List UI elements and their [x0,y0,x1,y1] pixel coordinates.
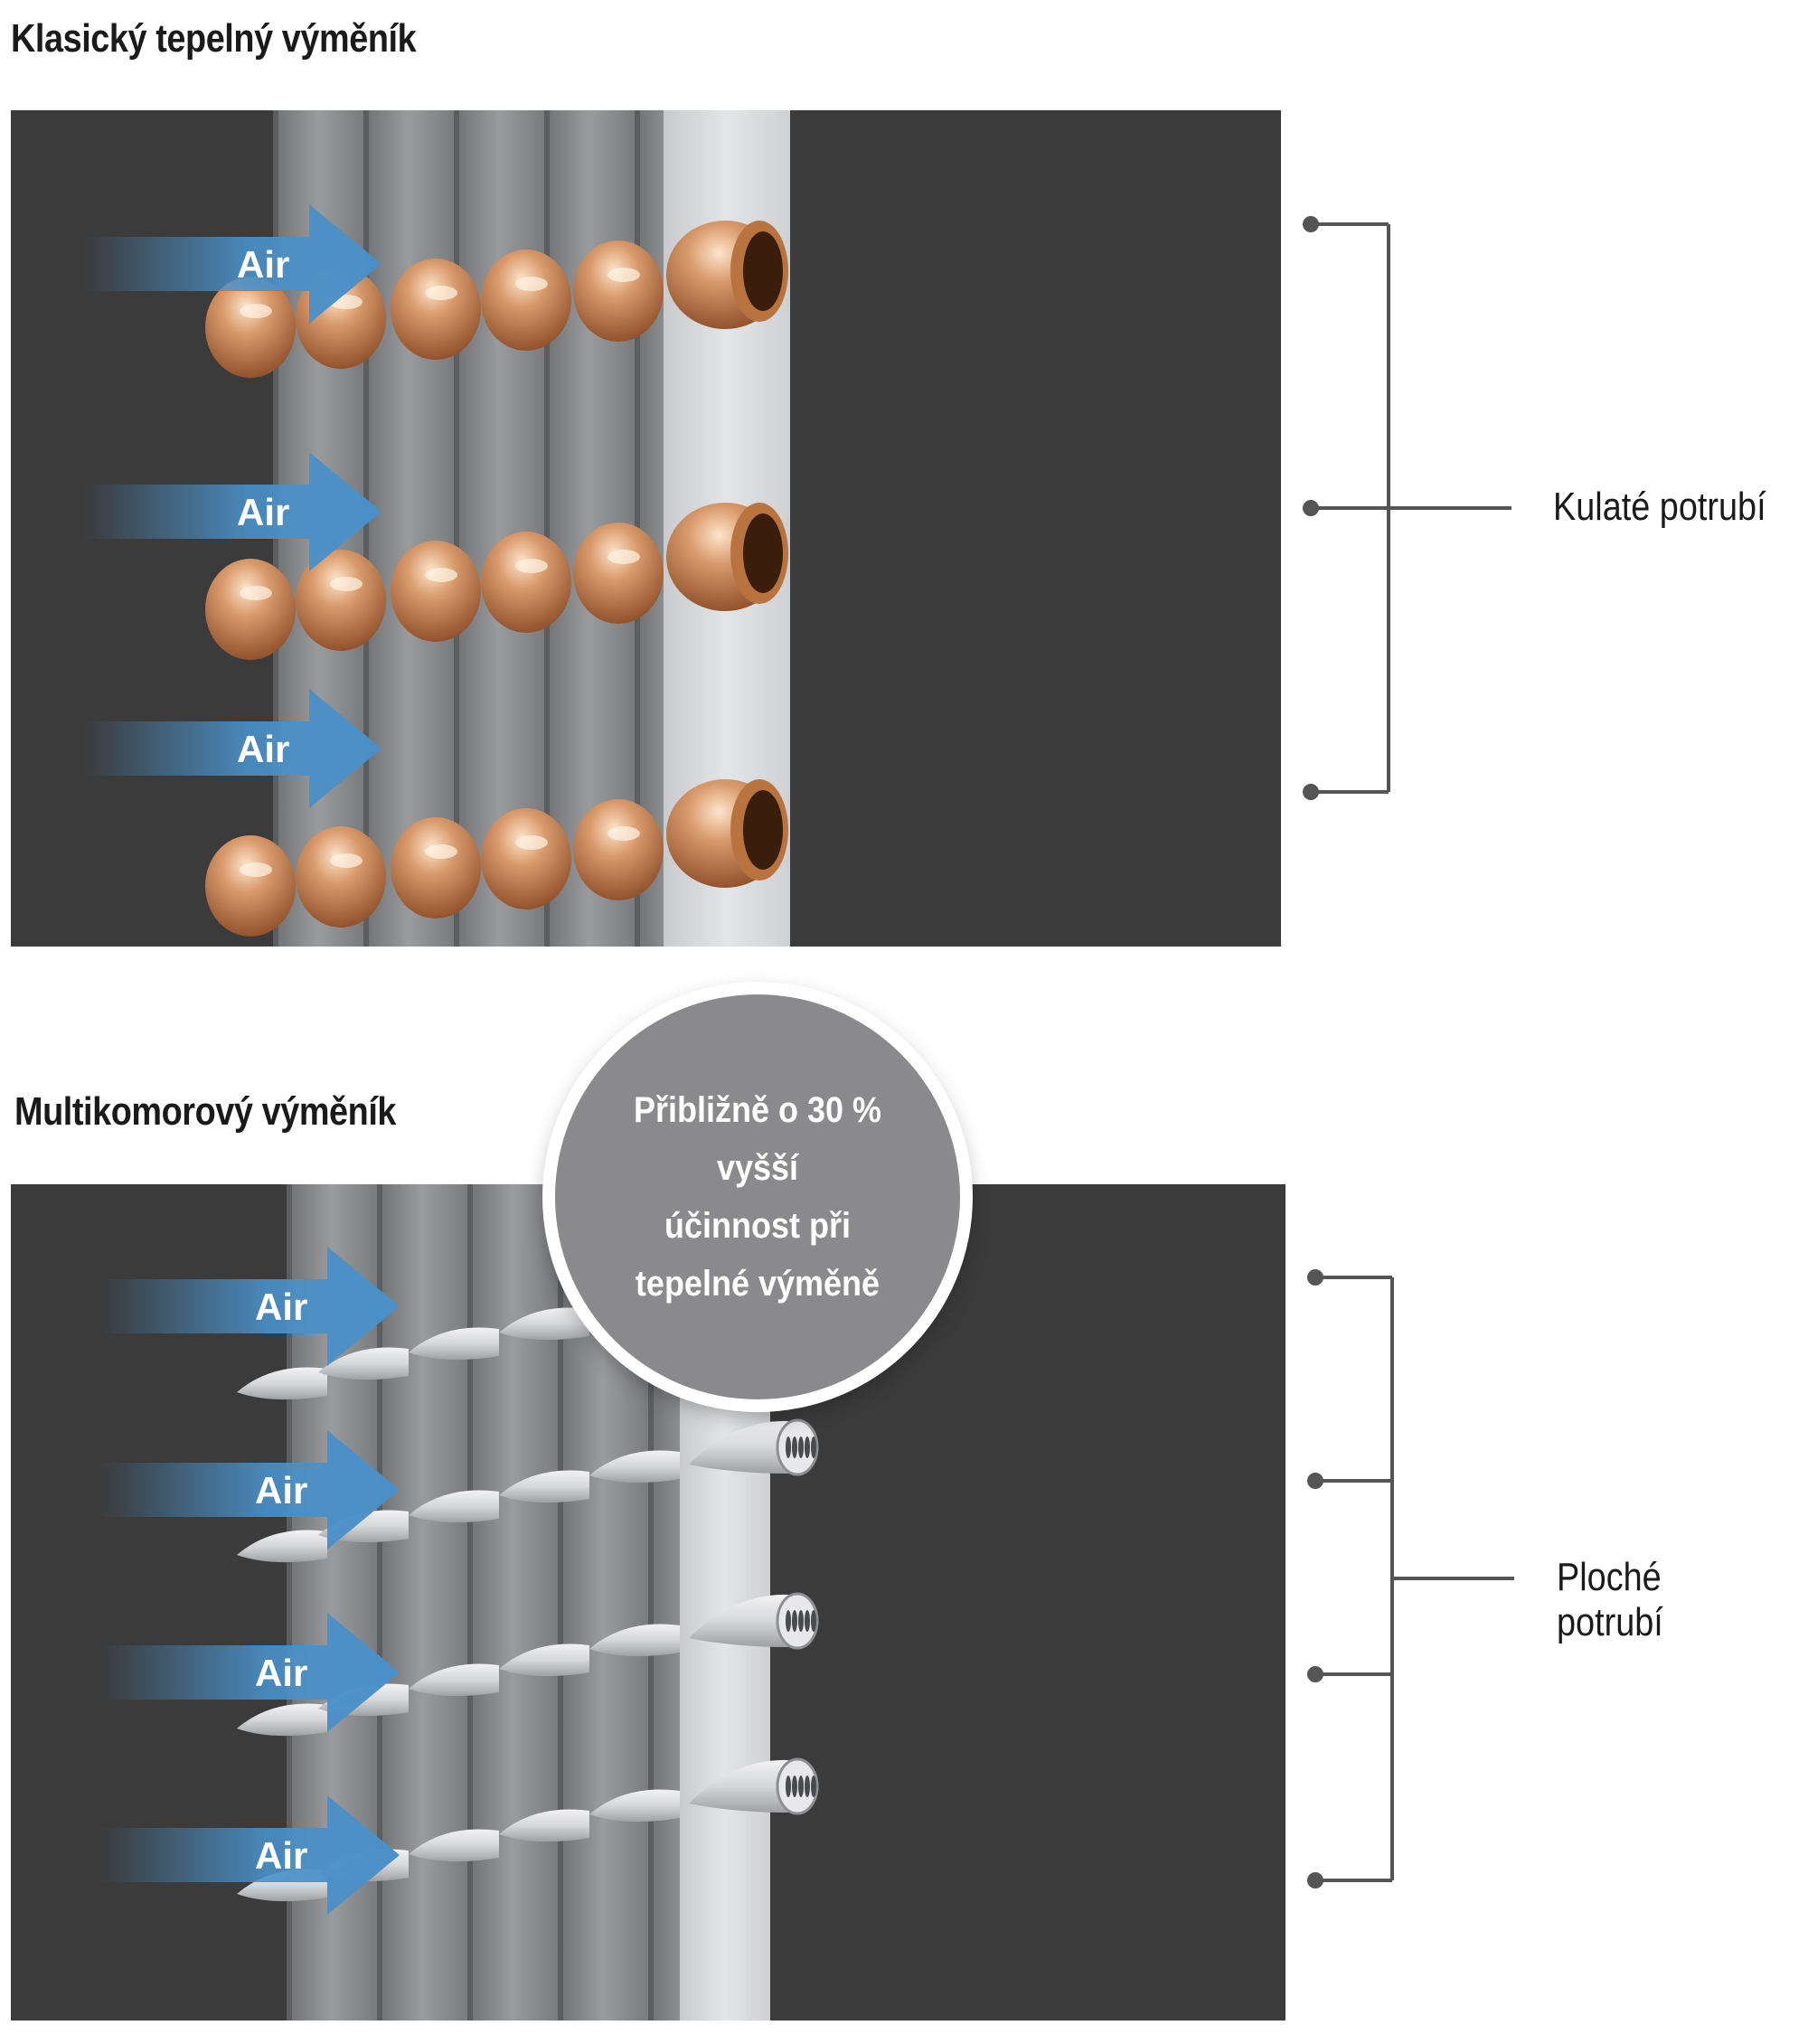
copper-tube-icon [296,826,386,928]
copper-tube-opening [743,790,783,870]
flat-tube-channel [786,1610,791,1632]
air-arrow-label: Air [255,1286,307,1328]
efficiency-badge: Přibližně o 30 % vyšší účinnost při tepe… [555,994,960,1399]
flat-tube-channel [792,1776,797,1797]
flat-tube-icon [689,1420,788,1474]
flat-tube-channel [786,1776,791,1797]
flat-tube-channel [786,1436,791,1458]
copper-highlight [425,286,457,300]
flat-tube-icon [499,1809,589,1842]
flat-tube-channel [798,1610,804,1632]
copper-highlight [330,853,363,868]
copper-tube-icon [481,532,571,633]
flat-tube-channel [805,1776,810,1797]
copper-tube-icon [481,808,571,909]
flat-tube-icon [499,1644,589,1677]
air-arrow-label: Air [237,243,289,286]
air-arrow-icon: Air [101,1430,400,1549]
air-arrow-icon: Air [101,1613,400,1732]
fin-plate [377,1184,467,2020]
air-arrow-icon: Air [101,1247,400,1366]
flat-tube-label: Ploché potrubí [1557,1555,1663,1644]
flat-tube-icon [499,1307,589,1341]
flat-tube-channel [811,1610,816,1632]
copper-tube-icon [573,799,664,900]
copper-highlight [240,304,272,318]
flat-tube-icon [409,1490,499,1523]
copper-tube-opening [743,513,783,593]
fin-edge [544,110,550,947]
copper-tube-icon [205,559,296,660]
fin-edge [467,1184,473,2020]
air-arrow-label: Air [255,1834,307,1877]
copper-highlight [240,862,272,877]
flat-tube-channel [792,1436,797,1458]
air-arrow-label: Air [255,1652,307,1694]
copper-tube-icon [391,541,481,642]
air-arrow-icon: Air [83,204,381,324]
copper-highlight [607,268,640,282]
top-title: Klasický tepelný výměník [11,16,417,61]
air-arrow-icon: Air [101,1795,400,1915]
copper-tube-icon [573,240,664,342]
flat-tube-icon [409,1829,499,1862]
flat-tube-icon [499,1470,589,1503]
copper-tube-icon [205,835,296,937]
copper-highlight [515,835,548,850]
flat-tube-icon [689,1594,788,1647]
flat-tube-channel [798,1436,804,1458]
flat-tube-icon [237,1367,327,1400]
copper-highlight [425,844,457,859]
fin-plate [363,110,454,947]
flat-tube-icon [237,1530,327,1563]
flat-tube-icon [689,1759,788,1813]
copper-highlight [240,586,272,600]
air-arrow-icon: Air [83,452,381,571]
air-arrow-label: Air [255,1469,307,1512]
fin-edge [558,1184,563,2020]
bottom-title: Multikomorový výměník [14,1089,397,1134]
flat-tube-icon [589,1789,680,1823]
fin-edge [648,1184,654,2020]
fin-edge [363,110,369,947]
fin-plate [467,1184,558,2020]
flat-tube-channel [811,1776,816,1797]
fin-edge [287,1184,292,2020]
copper-highlight [425,568,457,582]
round-tube-label: Kulaté potrubí [1553,485,1766,529]
flat-tube-channel [805,1436,810,1458]
air-arrow-label: Air [237,728,289,770]
copper-highlight [515,277,548,291]
copper-tube-icon [481,250,571,351]
copper-highlight [330,577,363,591]
copper-tube-icon [573,523,664,624]
efficiency-badge-text: Přibližně o 30 % vyšší účinnost při tepe… [633,1090,882,1304]
flat-tube-icon [409,1327,499,1361]
copper-highlight [607,826,640,841]
fin-edge [377,1184,382,2020]
copper-tube-icon [391,817,481,918]
flat-tube-channel [811,1436,816,1458]
air-arrow-label: Air [237,491,289,533]
flat-tube-channel [798,1776,804,1797]
flat-tube-channel [805,1610,810,1632]
copper-tube-opening [743,231,783,311]
flat-tube-icon [409,1663,499,1697]
copper-tube-icon [205,277,296,378]
copper-tube-icon [296,550,386,651]
flat-tube-icon [237,1703,327,1737]
air-arrow-icon: Air [83,689,381,808]
copper-tube-icon [391,259,481,360]
flat-tube-icon [589,1624,680,1657]
copper-highlight [515,559,548,573]
flat-tube-icon [318,1347,409,1380]
flat-tube-channel [792,1610,797,1632]
copper-highlight [607,550,640,564]
fin-edge [454,110,459,947]
flat-tube-icon [589,1450,680,1484]
